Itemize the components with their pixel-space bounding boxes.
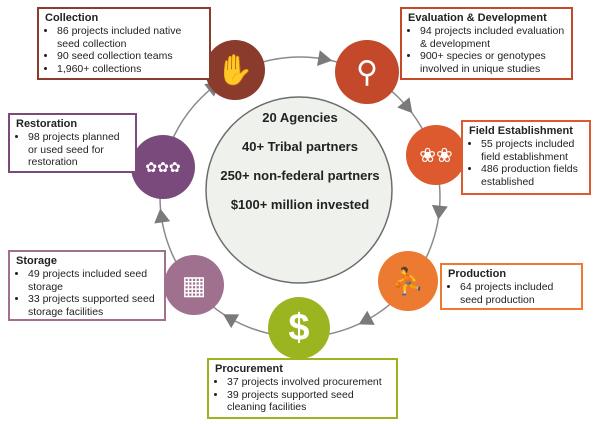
storage-title: Storage <box>16 255 57 267</box>
workers-planting-icon: ⛹ <box>378 251 438 311</box>
center-stats: 20 Agencies 40+ Tribal partners 250+ non… <box>210 103 390 219</box>
field-plants-icon: ❀❀ <box>406 125 466 185</box>
bullet: 49 projects included seed storage <box>28 268 158 293</box>
restoration-box: Restoration 98 projects planned or used … <box>8 113 137 173</box>
evaluation-box: Evaluation & Development 94 projects inc… <box>400 7 573 80</box>
bullet: 37 projects involved procurement <box>227 376 390 389</box>
bullet: 94 projects included evaluation & develo… <box>420 25 565 50</box>
stat-investment: $100+ million invested <box>230 197 370 212</box>
cycle-arrow <box>397 97 413 114</box>
cycle-arrow <box>431 204 448 220</box>
field-establishment-title: Field Establishment <box>469 125 573 137</box>
bullet: 1,960+ collections <box>57 63 203 76</box>
cycle-arrow <box>154 208 171 224</box>
hand-seed-icon: ✋ <box>205 40 265 100</box>
stat-agencies: 20 Agencies <box>262 110 338 125</box>
bullet: 900+ species or genotypes involved in un… <box>420 50 565 75</box>
magnifier-seed-icon: ⚲ <box>335 40 399 104</box>
bullet: 33 projects supported seed storage facil… <box>28 293 158 318</box>
collection-box: Collection 86 projects included native s… <box>37 7 211 80</box>
bullet: 64 projects included seed production <box>460 281 575 306</box>
collection-title: Collection <box>45 12 99 24</box>
restoration-hills-icon: ✿✿✿ <box>131 135 195 199</box>
cycle-arrow <box>358 310 375 325</box>
restoration-title: Restoration <box>16 118 78 130</box>
production-title: Production <box>448 268 507 280</box>
bullet: 90 seed collection teams <box>57 50 203 63</box>
bullet: 39 projects supported seed cleaning faci… <box>227 389 390 414</box>
stat-tribal-partners: 40+ Tribal partners <box>242 139 358 154</box>
evaluation-title: Evaluation & Development <box>408 12 547 24</box>
field-establishment-box: Field Establishment 55 projects included… <box>461 120 591 195</box>
bullet: 98 projects planned or used seed for res… <box>28 131 129 169</box>
dollar-icon: $ <box>268 297 330 359</box>
center-circle <box>205 96 393 284</box>
storage-box: Storage 49 projects included seed storag… <box>8 250 166 321</box>
bullet: 55 projects included field establishment <box>481 138 583 163</box>
bullet: 86 projects included native seed collect… <box>57 25 203 50</box>
procurement-title: Procurement <box>215 363 283 375</box>
seed-bags-icon: ▦ <box>164 255 224 315</box>
production-box: Production 64 projects included seed pro… <box>440 263 583 310</box>
stat-non-federal-partners: 250+ non-federal partners <box>220 168 380 183</box>
cycle-arrow <box>317 50 333 66</box>
cycle-arrow <box>223 314 240 329</box>
procurement-box: Procurement 37 projects involved procure… <box>207 358 398 419</box>
bullet: 486 production fields established <box>481 163 583 188</box>
